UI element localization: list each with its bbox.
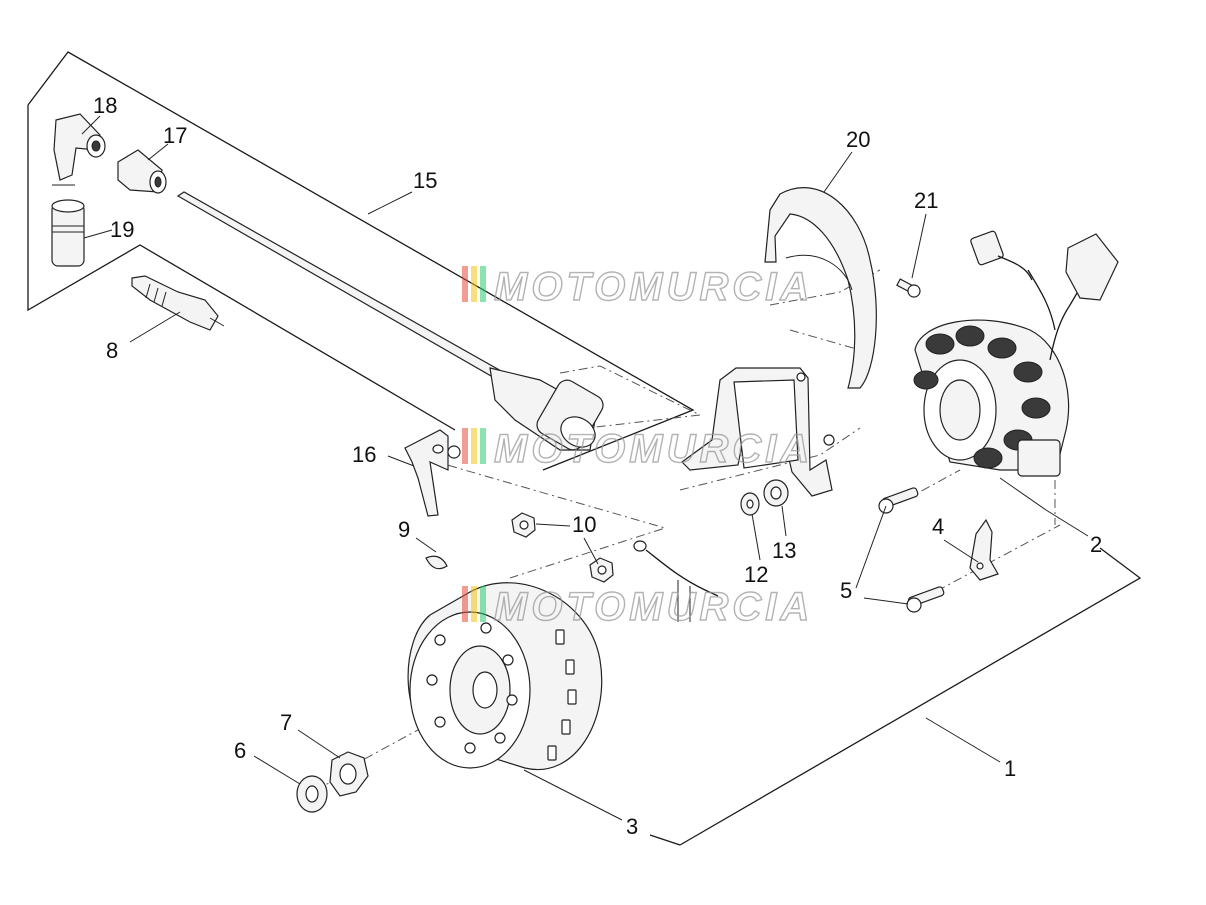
cover-screw-part	[896, 278, 921, 298]
callout-20: 20	[846, 127, 870, 152]
flange-nut-parts	[511, 512, 614, 583]
flywheel-washer-part	[296, 775, 328, 813]
washer-and-grommet-parts	[740, 479, 789, 516]
watermark-stripe	[471, 428, 477, 464]
cap-sleeve-part	[117, 149, 167, 194]
pickup-bracket-part	[681, 367, 835, 497]
watermark-stripe	[471, 586, 477, 622]
callout-3: 3	[626, 814, 638, 839]
callout-7: 7	[280, 710, 292, 735]
spark-plug-part	[131, 275, 225, 331]
pickup-tab-part	[969, 518, 999, 581]
watermark-bottom: MOTOMURCIA	[462, 584, 813, 630]
watermark-stripe	[462, 428, 468, 464]
watermark-stripe	[462, 586, 468, 622]
watermark-stripe	[480, 428, 486, 464]
watermark-top: MOTOMURCIA	[462, 264, 813, 310]
rubber-grommet-part	[51, 199, 85, 267]
watermark-text: MOTOMURCIA	[494, 427, 813, 471]
flywheel-holes	[426, 622, 518, 754]
watermark-stripe	[480, 266, 486, 302]
ht-lead-cable-part	[176, 191, 604, 451]
callout-15: 15	[413, 168, 437, 193]
watermark-middle: MOTOMURCIA	[462, 426, 813, 472]
stator-coil-windings	[913, 325, 1051, 469]
callout-12: 12	[744, 562, 768, 587]
callout-1: 1	[1004, 756, 1016, 781]
callout-10: 10	[572, 512, 596, 537]
flywheel-slots	[547, 629, 577, 761]
flywheel-rotor-part	[407, 582, 603, 771]
watermark-stripe	[462, 266, 468, 302]
watermark-text: MOTOMURCIA	[494, 585, 813, 629]
callout-9: 9	[398, 517, 410, 542]
stator-cover-part	[764, 187, 877, 389]
watermark-stripe	[480, 586, 486, 622]
watermark-text: MOTOMURCIA	[494, 265, 813, 309]
ground-wire-part	[633, 540, 719, 622]
cable-clip-part	[404, 429, 461, 517]
callout-4: 4	[932, 514, 944, 539]
spark-plug-cap-part	[52, 113, 106, 186]
watermark-stripe	[471, 266, 477, 302]
stator-screws-part	[878, 487, 945, 613]
callout-16: 16	[352, 442, 376, 467]
callout-13: 13	[772, 538, 796, 563]
callout-2: 2	[1090, 532, 1102, 557]
callout-18: 18	[93, 93, 117, 118]
callout-8: 8	[106, 338, 118, 363]
callout-17: 17	[163, 123, 187, 148]
woodruff-key-part	[425, 555, 448, 570]
group-frame-lines	[27, 51, 1142, 846]
flywheel-nut-part	[329, 751, 369, 797]
stator-assembly-part	[913, 230, 1119, 477]
callout-numbers: 18 17 19 8 15 16 9 10 12 13 20 21 4 2 5 …	[93, 93, 1102, 839]
callout-6: 6	[234, 738, 246, 763]
callout-5: 5	[840, 578, 852, 603]
callout-21: 21	[914, 188, 938, 213]
callout-19: 19	[110, 217, 134, 242]
callout-leader-lines	[81, 115, 1089, 821]
